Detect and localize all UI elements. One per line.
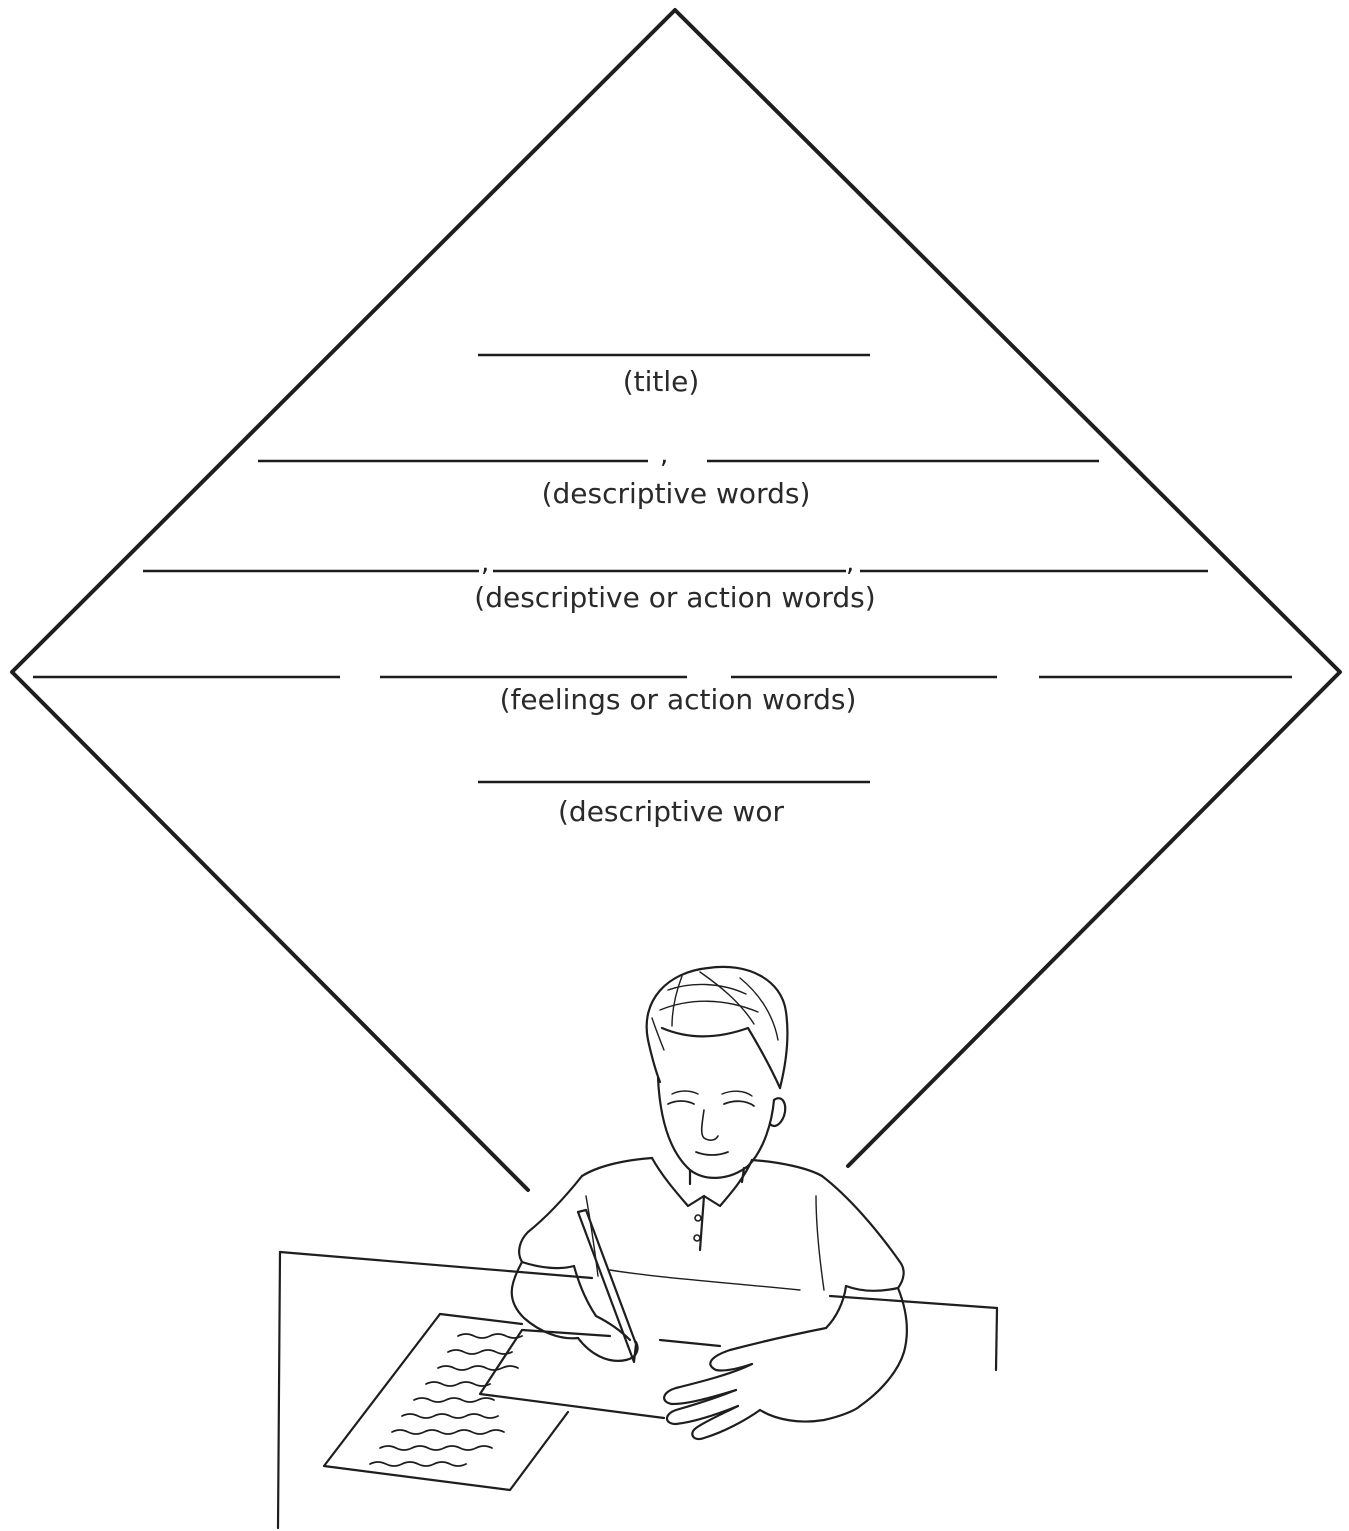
- feelings-action-label: (feelings or action words): [500, 683, 857, 716]
- final-descriptive-label: (descriptive wor: [558, 795, 784, 828]
- comma-separator: ,: [481, 548, 489, 578]
- collar: [650, 1156, 754, 1252]
- writing-paper: [478, 1328, 722, 1420]
- descriptive-words-label: (descriptive words): [542, 477, 811, 510]
- diamond-outline: [10, 8, 1342, 1192]
- face: [656, 1076, 787, 1179]
- resting-hand: [663, 1284, 908, 1441]
- comma-separator: ,: [660, 440, 668, 470]
- notes-page: [322, 1312, 570, 1492]
- descriptive-action-label: (descriptive or action words): [474, 581, 875, 614]
- hair: [645, 965, 789, 1090]
- comma-separator: ,: [846, 548, 854, 578]
- handwriting-lines: [369, 1333, 523, 1467]
- desk: [276, 1250, 999, 1530]
- title-label: (title): [623, 365, 700, 398]
- shirt: [518, 1156, 905, 1292]
- pencil: [576, 1208, 638, 1364]
- boy-writing-illustration: [276, 965, 999, 1530]
